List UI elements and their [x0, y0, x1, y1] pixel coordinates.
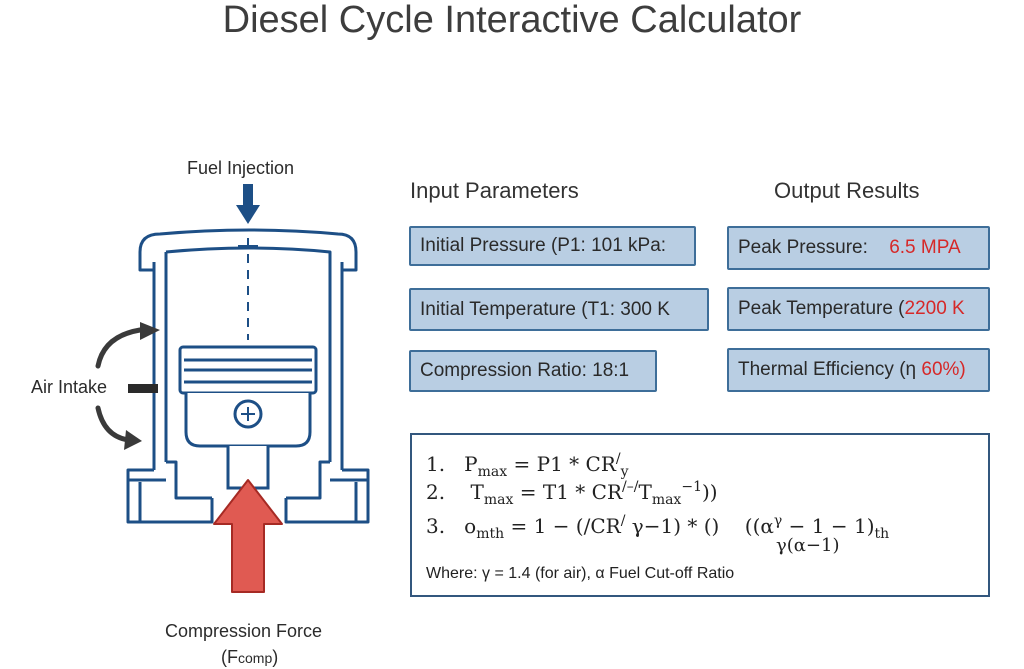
initial-pressure-field[interactable]: Initial Pressure (P1: 101 kPa:	[409, 226, 696, 266]
output-results-heading: Output Results	[774, 178, 920, 203]
peak-pressure-label: Peak Pressure:	[738, 237, 868, 258]
compression-force-label: Compression Force	[165, 621, 323, 641]
formula-denominator: γ(α−1)	[776, 535, 840, 556]
fuel-injection-label: Fuel Injection	[187, 158, 295, 178]
formula-peak-pressure: 1. Pmax = P1 * CR/y	[426, 451, 629, 480]
initial-temperature-field[interactable]: Initial Temperature (T1: 300 K	[409, 288, 709, 331]
compression-ratio-text: Compression Ratio: 18:1	[420, 360, 630, 381]
compression-ratio-field[interactable]: Compression Ratio: 18:1	[409, 350, 657, 392]
thermal-efficiency-value: 60%)	[921, 359, 966, 380]
formula-panel: 1. Pmax = P1 * CR/y 2. Tmax = T1 * CR/–/…	[410, 433, 990, 597]
peak-temperature-result: Peak Temperature (2200 K	[727, 287, 990, 331]
thermal-efficiency-result: Thermal Efficiency (η 60%)	[727, 348, 990, 392]
page-title: Diesel Cycle Interactive Calculator	[222, 0, 802, 41]
thermal-efficiency-label: Thermal Efficiency (η	[738, 359, 917, 380]
air-intake-label: Air Intake	[31, 377, 108, 397]
peak-temperature-label: Peak Temperature (	[738, 298, 905, 319]
air-intake-arrows	[95, 327, 143, 443]
input-parameters-heading: Input Parameters	[410, 178, 579, 203]
initial-temperature-text: Initial Temperature (T1: 300 K	[420, 299, 670, 320]
initial-pressure-text: Initial Pressure (P1: 101 kPa:	[420, 235, 667, 256]
fuel-arrow	[236, 184, 260, 224]
peak-pressure-result: Peak Pressure: 6.5 MPA	[727, 226, 990, 270]
force-arrow	[213, 479, 283, 593]
formula-legend: Where: γ = 1.4 (for air), α Fuel Cut-off…	[426, 565, 735, 582]
peak-pressure-value: 6.5 MPA	[889, 237, 961, 258]
formula-peak-temperature: 2. Tmax = T1 * CR/–/Tmax−1))	[426, 479, 718, 508]
piston	[178, 345, 318, 490]
peak-temperature-value: 2200 K	[904, 298, 965, 319]
cylinder	[126, 228, 370, 524]
formula-thermal-efficiency: 3. omth = 1 − (/CR/ γ−1) * () ((αγ − 1 −…	[426, 513, 890, 542]
force-symbol: (Fcomp)	[221, 647, 279, 667]
